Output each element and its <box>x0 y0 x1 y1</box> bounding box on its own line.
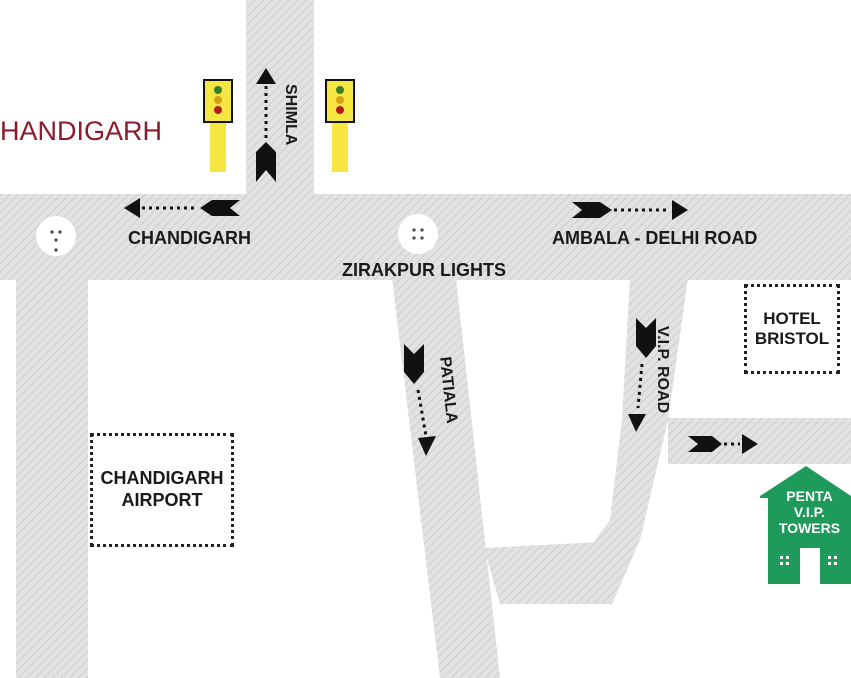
dotted-arrow-icon <box>404 344 436 456</box>
dotted-arrow-icon <box>124 198 240 218</box>
landmark-chandigarh-airport: CHANDIGARH AIRPORT <box>90 433 234 547</box>
traffic-light-icon <box>203 79 233 172</box>
landmark-penta-vip-towers: PENTA V.I.P. TOWERS <box>768 488 851 536</box>
roundabout-icon <box>36 216 76 256</box>
penta-line3: TOWERS <box>778 520 841 537</box>
patiala-road-segment <box>392 278 500 678</box>
road-label-vip-road: V.I.P. ROAD <box>654 326 671 414</box>
building-icon <box>760 466 851 584</box>
dotted-arrow-icon <box>256 68 276 182</box>
dotted-arrow-icon <box>628 318 656 432</box>
penta-line1: PENTA <box>786 488 833 504</box>
road-label-ambala-delhi: AMBALA - DELHI ROAD <box>552 228 758 248</box>
traffic-light-icon <box>325 79 355 172</box>
airport-line1: CHANDIGARH <box>100 468 224 489</box>
dotted-arrow-icon <box>572 200 688 220</box>
junction-label-zirakpur-lights: ZIRAKPUR LIGHTS <box>342 260 506 280</box>
road-label-shimla: SHIMLA <box>282 84 299 146</box>
landmark-hotel-bristol: HOTEL BRISTOL <box>744 284 840 374</box>
penta-line2: V.I.P. <box>793 504 826 521</box>
city-label-chandigarh: HANDIGARH <box>0 116 163 146</box>
hotel-bristol-line1: HOTEL <box>763 308 821 328</box>
left-road-segment <box>16 278 88 678</box>
roundabout-icon <box>398 214 438 254</box>
connector-road-segment <box>484 540 640 604</box>
airport-line2: AIRPORT <box>121 490 203 510</box>
hotel-bristol-line2: BRISTOL <box>754 329 830 348</box>
road-label-chandigarh: CHANDIGARH <box>128 228 251 248</box>
dotted-arrow-icon <box>688 434 758 454</box>
